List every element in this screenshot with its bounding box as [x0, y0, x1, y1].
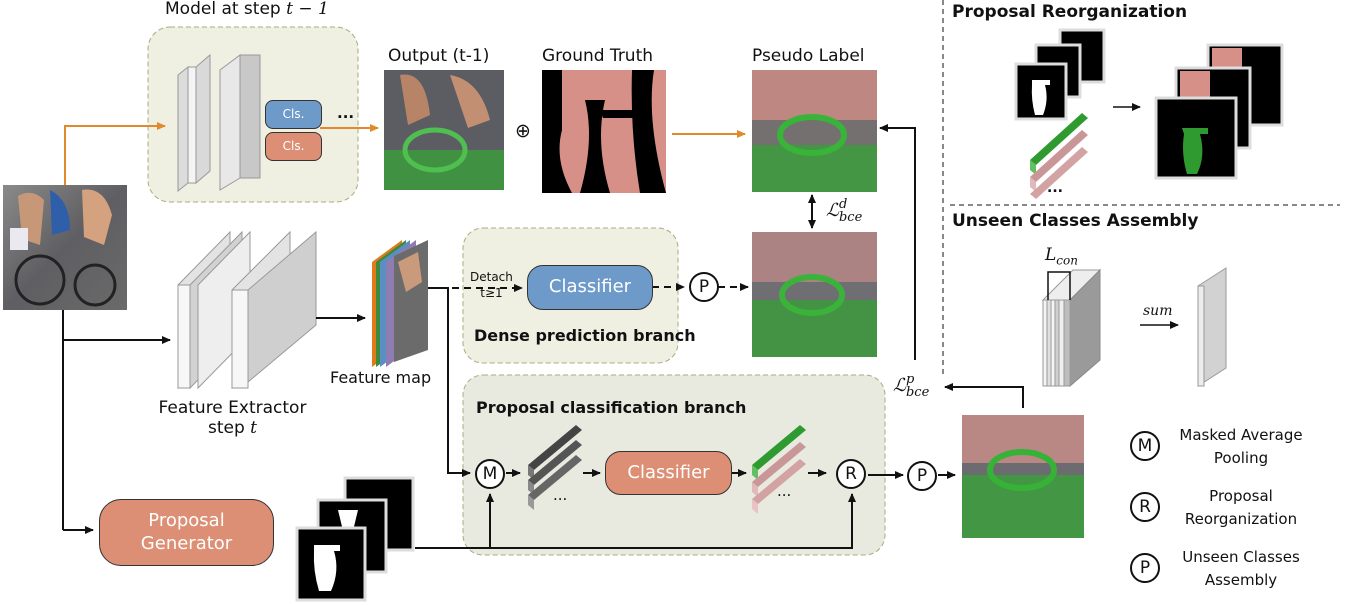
proposal-generator-box: Proposal Generator: [99, 499, 274, 566]
legend-text-p: Unseen Classes Assembly: [1170, 546, 1312, 591]
legend-p-line1: Unseen Classes: [1182, 548, 1300, 566]
feature-extractor-math: t: [250, 418, 258, 438]
legend-p-line2: Assembly: [1204, 570, 1278, 589]
proposal-ellipsis-1: ...: [553, 486, 568, 504]
oplus-symbol: ⊕: [515, 120, 531, 142]
op-assembly-proposal: P: [907, 461, 937, 491]
dense-prediction-image: [752, 232, 877, 357]
output-image: [384, 70, 504, 190]
lcon-base: L: [1045, 245, 1057, 265]
model-title-text: Model at step: [165, 0, 287, 19]
legend-text-m: Masked Average Pooling: [1170, 424, 1312, 469]
pseudo-label-label: Pseudo Label: [752, 46, 865, 66]
output-label: Output (t-1): [388, 46, 490, 66]
model-title: Model at step t − 1: [165, 0, 329, 19]
sum-label: sum: [1143, 303, 1173, 319]
feature-extractor-step: step: [207, 418, 251, 438]
loss-proposal-base: ℒ: [893, 375, 906, 396]
dense-classifier-box: Classifier: [527, 265, 653, 310]
model-ellipsis: ...: [337, 104, 355, 122]
detach-label: Detach t≥1: [470, 270, 513, 301]
ground-truth-image: [542, 70, 666, 193]
legend-symbol-r: R: [1130, 492, 1160, 522]
lcon-sub: con: [1056, 253, 1078, 268]
legend-r-line1: Proposal: [1209, 487, 1273, 505]
legend-m-line1: Masked Average: [1179, 426, 1303, 444]
legend-text-r: Proposal Reorganization: [1170, 485, 1312, 530]
proposal-tensors: [528, 425, 582, 510]
loss-proposal-sup: p: [905, 372, 915, 387]
detach-line2: t≥1: [480, 285, 503, 300]
loss-proposal-sub: bce: [905, 385, 930, 400]
final-prediction-image: [962, 415, 1084, 538]
feature-map-stack: [372, 240, 428, 367]
input-image: [3, 185, 127, 310]
op-proposal-reorganization: R: [836, 459, 866, 489]
loss-dense-sup: d: [838, 197, 848, 212]
black-connectors: [62, 124, 1024, 549]
op-assembly-dense: P: [689, 272, 719, 302]
assembly-stack: [1041, 268, 1102, 388]
classified-tensors: [752, 425, 806, 514]
orange-connectors: [64, 122, 746, 185]
feature-map-label: Feature map: [330, 368, 432, 387]
feature-extractor-layers: [177, 230, 317, 390]
ground-truth-label: Ground Truth: [542, 46, 654, 66]
loss-dense-base: ℒ: [826, 200, 839, 221]
model-title-math: t − 1: [286, 0, 329, 19]
proposal-generator-line2: Generator: [140, 532, 233, 554]
dense-branch-title: Dense prediction branch: [474, 326, 696, 345]
detach-line1: Detach: [470, 270, 513, 284]
legend-symbol-p: P: [1130, 553, 1160, 583]
reorg-ellipsis: ...: [1047, 180, 1063, 196]
loss-dense-sub: bce: [838, 210, 863, 225]
feature-extractor-label: Feature Extractor step t: [150, 398, 315, 438]
assembly-result: [1197, 267, 1227, 387]
op-masked-average-pooling: M: [475, 459, 505, 489]
cls-box-blue: Cls.: [265, 100, 322, 129]
legend-symbol-m: M: [1130, 431, 1160, 461]
proposal-classifier-box: Classifier: [605, 451, 732, 495]
feature-extractor-line1: Feature Extractor: [158, 398, 307, 418]
proposal-generator-line1: Proposal: [148, 510, 225, 531]
reorg-outputs: [1154, 43, 1284, 180]
lcon-label: Lcon: [1045, 245, 1078, 267]
pseudo-label-image: [752, 70, 877, 192]
proposal-reorg-title: Proposal Reorganization: [952, 2, 1188, 22]
proposal-ellipsis-2: ...: [777, 482, 792, 500]
reorg-tensors: [1030, 113, 1088, 199]
proposal-branch-title: Proposal classification branch: [476, 398, 747, 417]
legend-r-line2: Reorganization: [1184, 509, 1298, 528]
proposal-masks: [295, 476, 415, 602]
cls-box-orange: Cls.: [265, 132, 322, 161]
model-layers: [177, 53, 261, 193]
unseen-assembly-title: Unseen Classes Assembly: [952, 211, 1199, 231]
legend-m-line2: Pooling: [1213, 448, 1269, 467]
reorg-inputs: [1014, 28, 1106, 121]
